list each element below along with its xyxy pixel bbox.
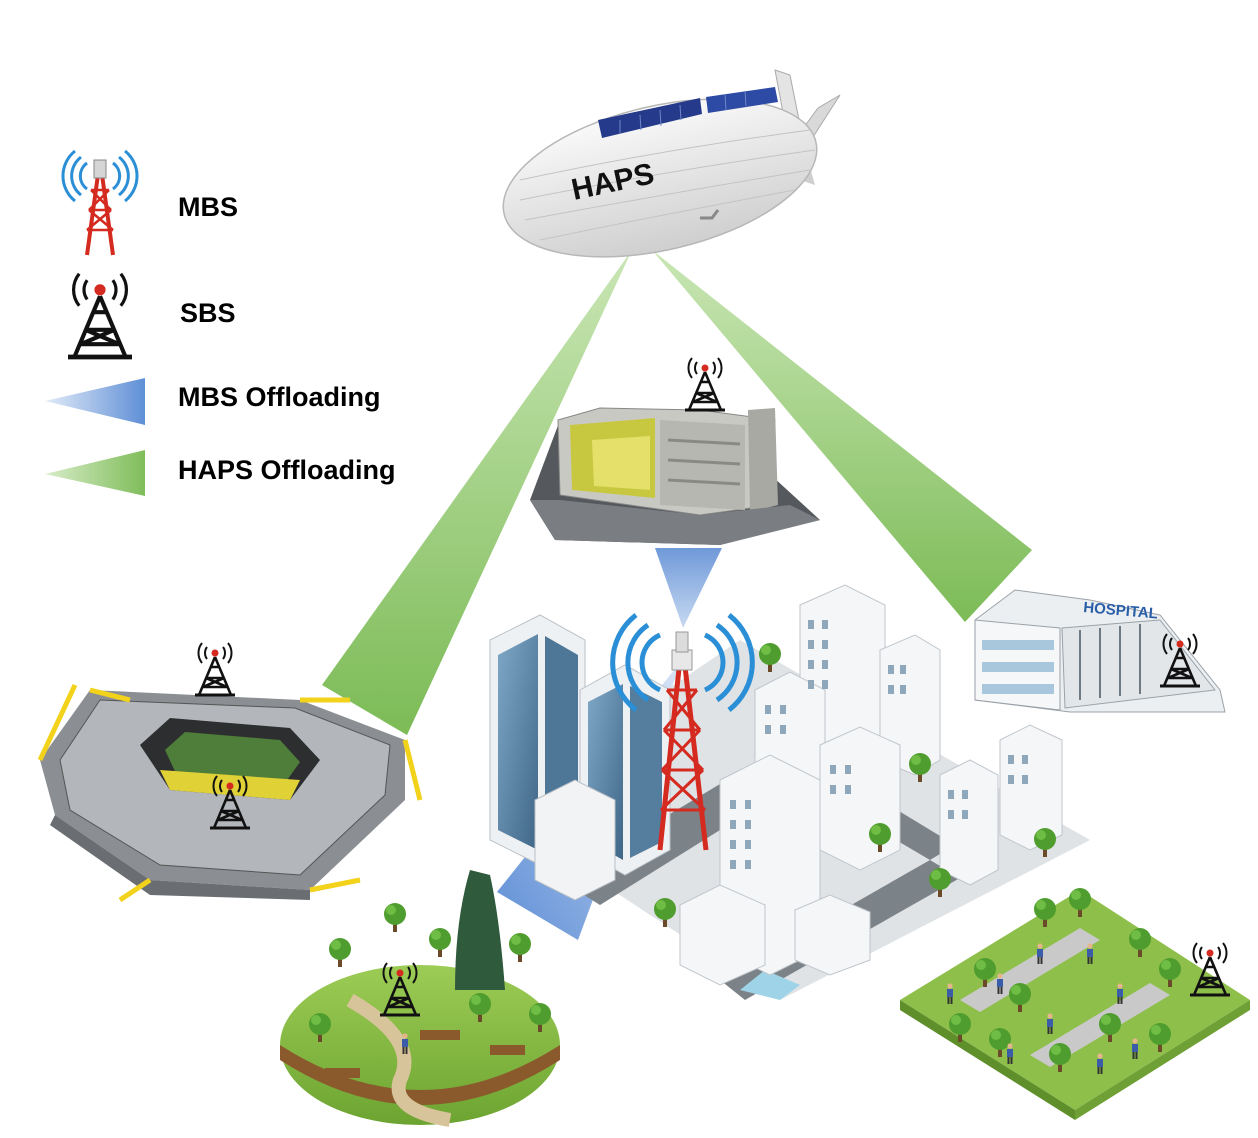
haps-beam-hospital <box>652 250 1032 622</box>
public-square <box>900 888 1250 1120</box>
haps-airship: HAPS <box>502 69 841 258</box>
hospital-sign: HOSPITAL <box>1083 599 1159 622</box>
legend-label-mbs: MBS <box>178 192 238 222</box>
shopping-mall <box>530 356 820 545</box>
haps-beam-stadium <box>322 250 632 735</box>
hospital-building: HOSPITAL <box>974 589 1226 713</box>
mbs-tower-city <box>610 613 755 851</box>
mbs-beam-mall <box>655 548 722 628</box>
legend-label-sbs: SBS <box>180 298 236 328</box>
legend-label-mbs-offloading: MBS Offloading <box>178 382 381 412</box>
green-beam-icon <box>45 450 145 496</box>
legend-label-haps-offloading: HAPS Offloading <box>178 455 396 485</box>
blue-beam-icon <box>45 378 145 425</box>
city-block <box>489 584 1090 1000</box>
stadium <box>37 641 423 903</box>
park <box>280 870 560 1127</box>
mbs-tower-icon <box>61 149 139 256</box>
sbs-tower-icon <box>68 274 132 357</box>
